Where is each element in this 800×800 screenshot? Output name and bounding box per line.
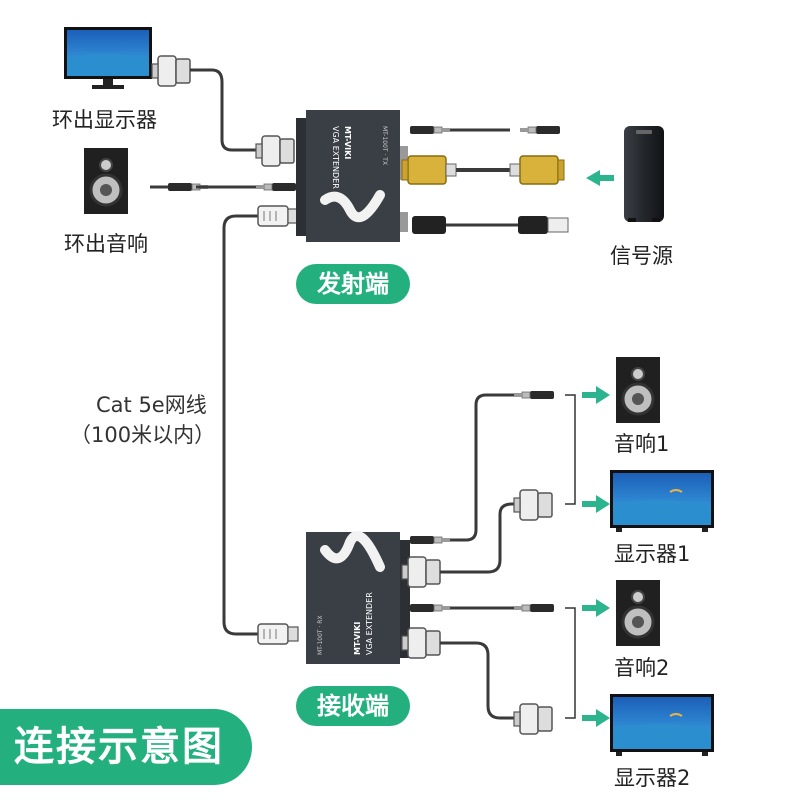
tv-icon xyxy=(609,693,715,757)
cable-loop-display xyxy=(190,68,262,152)
rj45-connector-icon xyxy=(257,205,299,227)
vga-cable-source xyxy=(401,155,565,185)
speaker2-label: 音响2 xyxy=(614,656,670,680)
arrow-right-icon xyxy=(582,599,610,617)
display1-label: 显示器1 xyxy=(614,542,691,566)
vga-cable-2 xyxy=(401,627,553,735)
diagram-title: 连接示意图 xyxy=(0,709,252,785)
receiver-badge: 接收端 xyxy=(296,686,410,726)
transmitter-device: MT-VIKI VGA EXTENDER MT-100T · TX xyxy=(296,110,408,242)
device-brand: MT-VIKI xyxy=(353,622,362,655)
source-label: 信号源 xyxy=(610,244,673,268)
monitor-icon xyxy=(64,27,152,89)
speaker-icon xyxy=(614,355,662,425)
output-bracket xyxy=(565,394,576,719)
cable-length-label: （100米以内） xyxy=(70,423,216,447)
receiver-device: MT-VIKI VGA EXTENDER MT-100T · RX xyxy=(306,531,410,664)
display2-label: 显示器2 xyxy=(614,766,691,790)
loop-audio-label: 环出音响 xyxy=(64,232,148,256)
cable-type-label: Cat 5e网线 xyxy=(96,393,207,417)
loop-display-label: 环出显示器 xyxy=(52,108,157,132)
device-model: VGA EXTENDER xyxy=(331,126,340,189)
audio-cable-1 xyxy=(409,390,555,545)
transmitter-badge: 发射端 xyxy=(296,264,410,304)
audio-cable-source xyxy=(409,125,561,135)
pc-tower-icon xyxy=(624,126,664,222)
tv-icon xyxy=(609,469,715,533)
speaker-icon xyxy=(82,146,130,216)
audio-jack-icon xyxy=(255,182,297,192)
vga-connector-icon xyxy=(151,55,191,87)
arrow-right-icon xyxy=(582,709,610,727)
device-tag: MT-100T · TX xyxy=(381,126,388,165)
arrow-right-icon xyxy=(582,386,610,404)
device-tag: MT-100T · RX xyxy=(317,615,324,655)
device-brand: MT-VIKI xyxy=(343,126,352,159)
cat5e-cable xyxy=(222,214,258,636)
vga-connector-icon xyxy=(255,135,295,167)
audio-cable-2 xyxy=(409,603,555,613)
rj45-connector-icon xyxy=(257,623,299,645)
device-model: VGA EXTENDER xyxy=(365,592,374,655)
usb-cable-source xyxy=(412,216,569,234)
arrow-left-icon xyxy=(586,170,614,186)
speaker1-label: 音响1 xyxy=(614,432,670,456)
arrow-right-icon xyxy=(582,495,610,513)
audio-jack-icon xyxy=(150,182,209,192)
speaker-icon xyxy=(614,578,662,648)
vga-cable-1 xyxy=(401,489,553,588)
